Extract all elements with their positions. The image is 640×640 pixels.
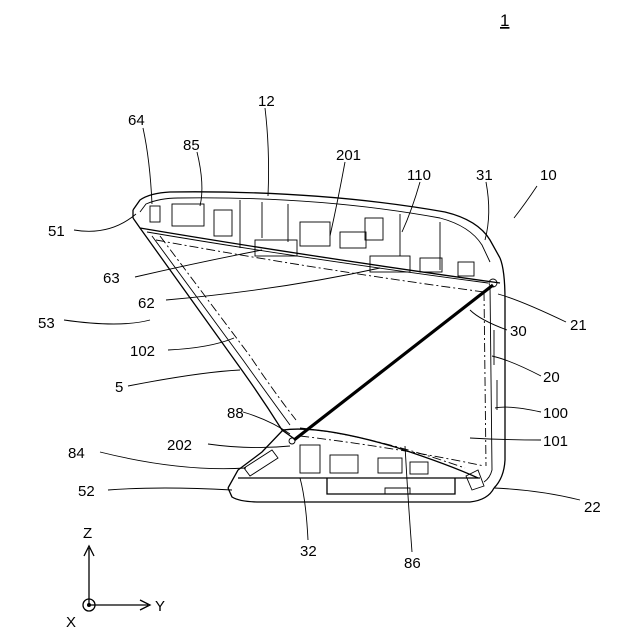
label-63: 63 — [103, 270, 120, 287]
label-101: 101 — [543, 433, 568, 450]
label-32: 32 — [300, 543, 317, 560]
y-axis-label: Y — [155, 598, 165, 615]
z-axis-label: Z — [83, 525, 92, 542]
label-64: 64 — [128, 112, 145, 129]
device-drawing — [133, 192, 505, 502]
label-88: 88 — [227, 405, 244, 422]
chamber-dash-bottom — [300, 436, 484, 466]
figure-number: 1 — [500, 11, 509, 30]
label-12: 12 — [258, 93, 275, 110]
rod-lower-pin — [289, 438, 295, 444]
label-21: 21 — [570, 317, 587, 334]
left-panel-outer — [140, 228, 296, 440]
label-20: 20 — [543, 369, 560, 386]
label-51: 51 — [48, 223, 65, 240]
x-axis-label: X — [66, 614, 76, 631]
label-30: 30 — [510, 323, 527, 340]
label-102: 102 — [130, 343, 155, 360]
label-110: 110 — [407, 167, 431, 184]
reference-labels: 12 64 85 201 110 31 10 51 63 62 53 21 30… — [38, 93, 601, 572]
label-84: 84 — [68, 445, 85, 462]
label-86: 86 — [404, 555, 421, 572]
label-201: 201 — [336, 147, 361, 164]
label-100: 100 — [543, 405, 568, 422]
top-cover-inner — [140, 198, 490, 262]
left-panel-inner — [152, 236, 290, 425]
right-wall-outer — [494, 258, 505, 488]
diagonal-rod — [294, 285, 493, 440]
label-52: 52 — [78, 483, 95, 500]
coordinate-axes: Z Y X — [66, 525, 165, 631]
base-left-step — [228, 430, 283, 488]
x-axis-dot — [87, 603, 91, 607]
label-53: 53 — [38, 315, 55, 332]
chamber-dash-right — [484, 292, 486, 466]
label-10: 10 — [540, 167, 557, 184]
leader-lines — [64, 108, 580, 552]
left-panel-dash — [160, 236, 296, 420]
base-bottom — [228, 488, 494, 502]
label-202: 202 — [167, 437, 192, 454]
label-5: 5 — [115, 379, 123, 396]
label-85: 85 — [183, 137, 200, 154]
base-foot-notch — [385, 488, 410, 494]
chamber-dash-top — [156, 240, 484, 292]
base-foot — [327, 478, 455, 494]
label-22: 22 — [584, 499, 601, 516]
label-62: 62 — [138, 295, 155, 312]
lower-components — [244, 445, 484, 490]
base-top-line — [283, 429, 478, 478]
label-31: 31 — [476, 167, 493, 184]
upper-housing-base-inner — [147, 232, 488, 283]
